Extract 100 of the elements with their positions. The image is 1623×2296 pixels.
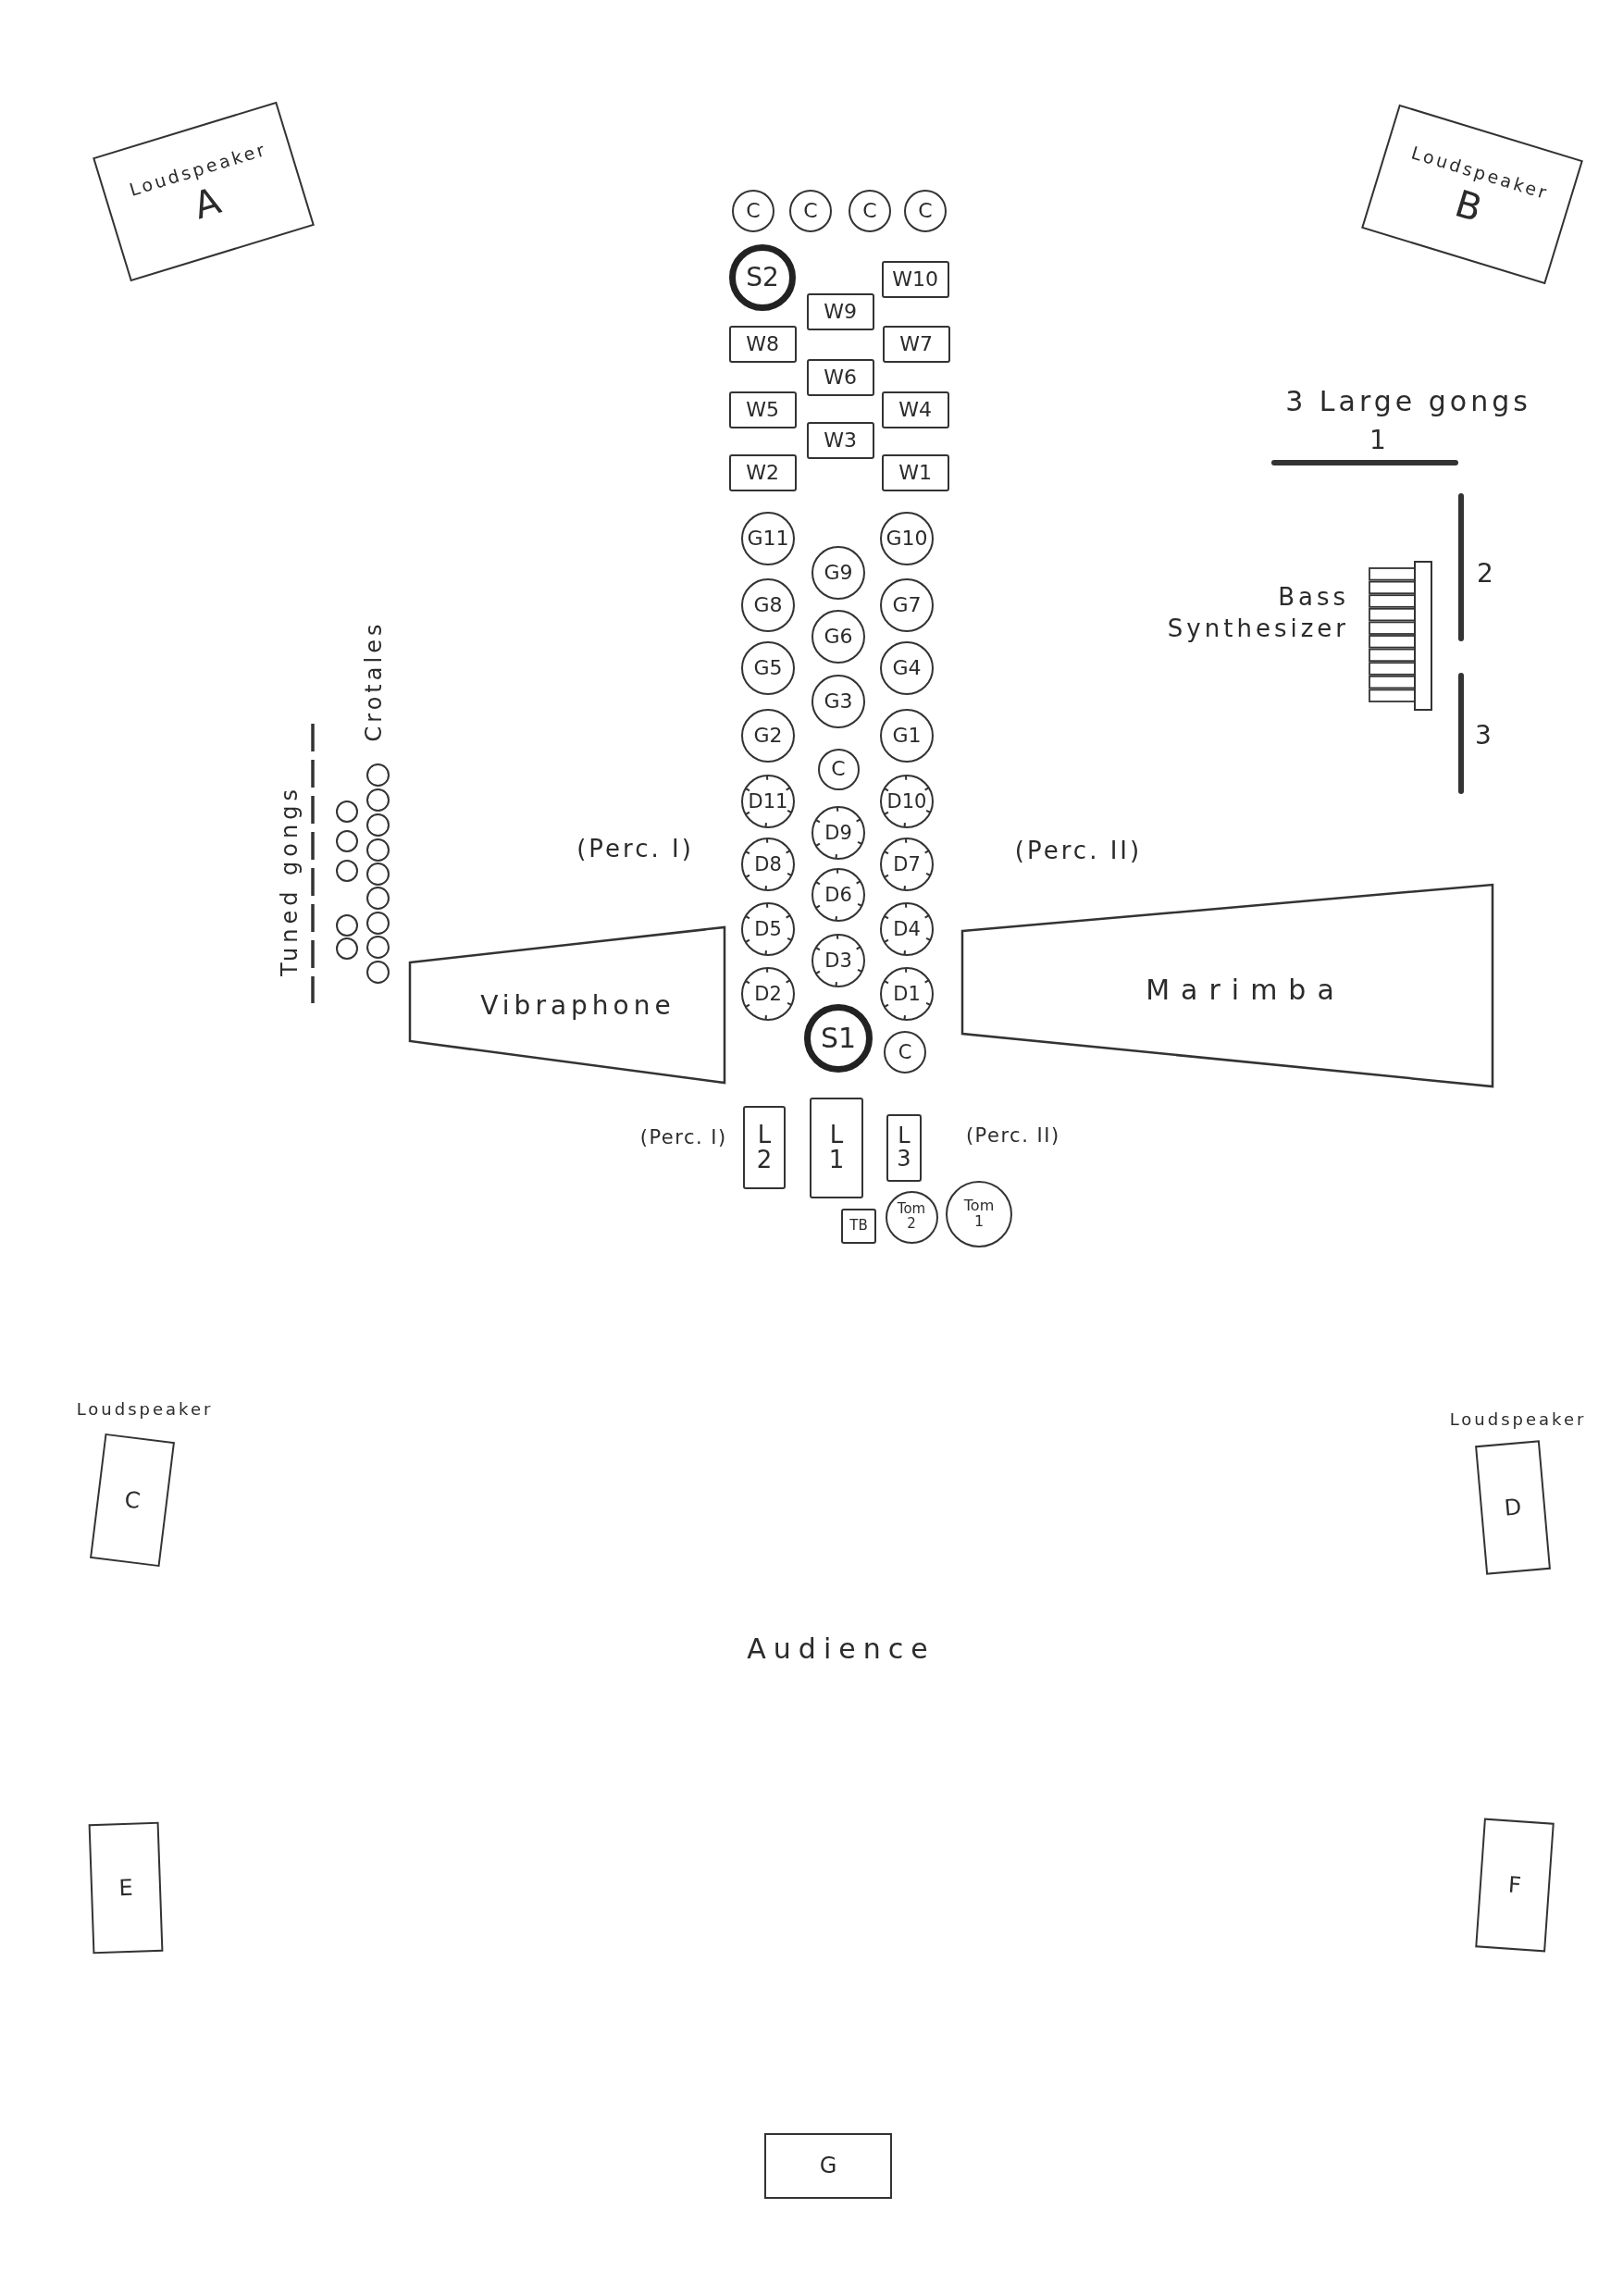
player-label: (Perc. II)	[964, 1125, 1060, 1148]
ring-icon	[365, 788, 390, 812]
instrument-label: D9	[824, 822, 852, 843]
instrument-label: G11	[747, 527, 789, 550]
instrument-label: G8	[753, 594, 783, 616]
instrument-label: W8	[746, 333, 779, 355]
instrument-box	[882, 326, 950, 363]
instrument-circle	[880, 709, 934, 763]
ring-icon	[365, 862, 390, 886]
gong-number: 2	[1477, 559, 1493, 589]
instrument-circle	[946, 1181, 1012, 1247]
player-label: (Perc. I)	[638, 1127, 727, 1149]
ring-icon	[336, 800, 358, 823]
instrument-circle	[880, 641, 934, 695]
instrument-label: W9	[824, 301, 857, 323]
instrument-circle	[741, 512, 795, 565]
instrument-label: G3	[824, 690, 853, 713]
instrument-circle	[741, 641, 795, 695]
instrument-circle	[789, 190, 832, 232]
instrument-circle	[812, 610, 865, 664]
instrument-label: Tuned gongs	[277, 785, 303, 978]
instrument-box	[806, 422, 874, 459]
ring-icon	[365, 935, 390, 959]
instrument-label: C	[918, 200, 933, 222]
instrument-label: D4	[893, 918, 921, 939]
instrument-label: Tom 1	[963, 1198, 995, 1230]
instrument-circle	[885, 1190, 938, 1244]
speaker-letter: C	[123, 1486, 142, 1514]
instrument-label: S2	[746, 264, 779, 292]
instrument-box	[881, 261, 949, 298]
instrument-label: G10	[886, 527, 928, 550]
instrument-label: Marimba	[1145, 974, 1345, 1005]
instrument-box	[728, 326, 797, 363]
instrument-label: D7	[893, 853, 921, 875]
player-label: (Perc. I)	[576, 835, 694, 863]
instrument-box	[881, 391, 949, 428]
ring-icon	[365, 838, 390, 862]
instrument-label: D10	[886, 790, 927, 812]
player-label: (Perc. II)	[1013, 837, 1143, 864]
instrument-circle	[904, 190, 947, 232]
instrument-label: W1	[898, 462, 932, 484]
instrument-label: W10	[892, 268, 938, 291]
tall-instrument-box	[810, 1097, 863, 1198]
instrument-circle	[849, 190, 891, 232]
ring-icon	[365, 886, 390, 910]
instrument-circle	[741, 578, 795, 632]
gong-number: 3	[1475, 721, 1492, 751]
instrument-label: C	[898, 1041, 912, 1062]
instrument-label: TB	[849, 1219, 868, 1234]
instrument-label: W2	[746, 462, 779, 484]
gong-number: 1	[1369, 426, 1386, 455]
instrument-circle	[817, 748, 860, 790]
instrument-label: G4	[892, 657, 922, 679]
instrument-label: W6	[824, 366, 857, 389]
instrument-circle	[812, 675, 865, 728]
ring-icon	[336, 830, 358, 852]
instrument-box	[806, 293, 874, 330]
instrument-circle	[812, 546, 865, 600]
instrument-label: G9	[824, 562, 853, 584]
instrument-label: G6	[824, 626, 853, 648]
bold-ring-circle	[804, 1004, 873, 1073]
ring-icon	[365, 813, 390, 837]
speaker-letter: F	[1507, 1872, 1522, 1898]
instrument-label: D1	[893, 983, 921, 1004]
instrument-label: D5	[754, 918, 782, 939]
bold-ring-circle	[729, 244, 796, 311]
instrument-box	[728, 391, 797, 428]
instrument-label: G7	[892, 594, 922, 616]
ring-icon	[365, 763, 390, 787]
area-label: Audience	[746, 1632, 935, 1664]
instrument-label: S1	[820, 1024, 857, 1053]
instrument-box	[806, 359, 874, 396]
instrument-label: L 3	[897, 1123, 911, 1172]
instrument-label: W4	[898, 399, 932, 421]
loudspeaker-box	[1361, 104, 1583, 285]
instrument-label: C	[862, 200, 877, 222]
instrument-circle	[732, 190, 774, 232]
speaker-letter: E	[118, 1875, 134, 1901]
instrument-circle	[884, 1031, 926, 1074]
ring-icon	[336, 860, 358, 882]
tall-instrument-box	[743, 1106, 786, 1189]
instrument-circle	[741, 709, 795, 763]
instrument-label: G2	[753, 725, 783, 747]
speaker-label: Loudspeaker	[1448, 1410, 1587, 1429]
instrument-box	[728, 454, 797, 491]
instrument-label: D3	[824, 949, 852, 971]
instrument-label: W7	[899, 333, 933, 355]
tall-instrument-box	[886, 1113, 922, 1182]
speaker-letter: D	[1503, 1495, 1523, 1520]
instrument-label: Tom 2	[897, 1202, 926, 1232]
instrument-label: C	[803, 200, 818, 222]
loudspeaker-box	[93, 101, 315, 282]
ring-icon	[336, 914, 358, 937]
instrument-box	[841, 1209, 876, 1244]
instrument-label: C	[746, 200, 761, 222]
heading-label: 3 Large gongs	[1284, 385, 1531, 416]
instrument-label: D8	[754, 853, 782, 875]
instrument-label: D11	[748, 790, 788, 812]
speaker-letter: G	[819, 2153, 837, 2178]
ring-icon	[336, 937, 358, 960]
